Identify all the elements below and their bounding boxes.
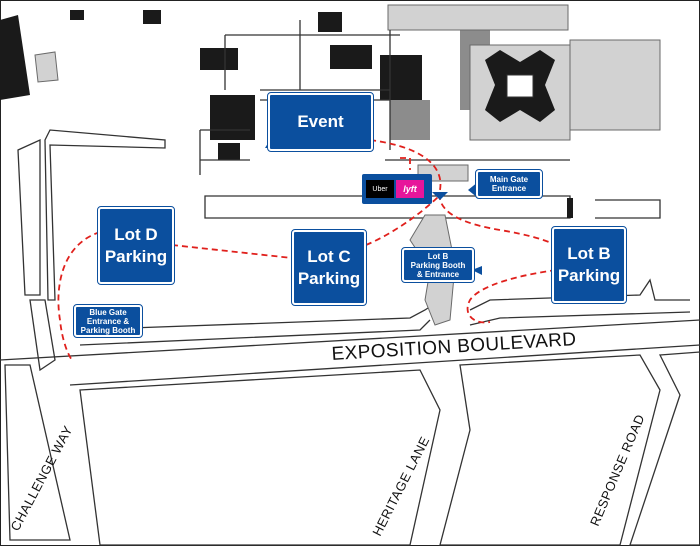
road-left-1 [17,138,41,296]
parking-strip-b [469,278,690,311]
walk-route-lot-b-to-booth [466,269,557,324]
block-lower-mid [439,354,661,546]
building-mid-2 [218,143,240,160]
building-top-1 [200,48,238,70]
lot-b-booth-pointer [472,266,482,275]
lot-b-label-line2: Parking [557,266,621,285]
uber-logo: Uber [366,180,394,198]
arena-building [469,44,571,141]
lot-b-booth-label-line1: Lot B [427,251,449,261]
block-lower-right [629,351,700,546]
parking-strip-c-lower [79,319,431,346]
walk-route-lot-c-to-gate [365,194,441,246]
plaza-band-right [595,199,661,219]
exposition-boulevard-north [0,319,700,361]
lot-d-label-line2: Parking [104,246,168,266]
main-gate-label-line1: Main Gate [489,175,529,184]
building-mid-1 [210,95,255,140]
lot-b-label-line1: Lot B [567,244,611,263]
exposition-boulevard-south [69,344,700,386]
lot-b-booth-label-line3: & Entrance [416,269,460,279]
blue-gate-label: Blue Gate Entrance & Parking Booth [73,304,143,338]
lot-b-booth-label: Lot B Parking Booth & Entrance [401,247,475,283]
lot-b-label: Lot B Parking [551,226,627,304]
road-left-3 [29,299,56,372]
main-gate-label-line2: Entrance [491,184,527,193]
building-top-4 [318,12,342,32]
blue-gate-label-line1: Blue Gate [89,307,127,317]
lot-d-label: Lot D Parking [97,206,175,285]
main-gate-pointer [468,182,478,198]
lot-c-label-line2: Parking [297,268,361,288]
building-small-left [34,51,59,83]
building-top-6 [70,10,84,20]
building-light-right [569,39,661,131]
rideshare-pointer [432,192,448,200]
building-top-3 [380,55,422,100]
walk-route-gate-link [400,157,411,170]
blue-gate-label-line2: Entrance & [86,316,130,326]
building-top-2 [330,45,372,69]
road-left-2 [44,129,166,301]
block-lower-left [79,369,441,546]
lot-c-label-line1: Lot C [307,246,351,266]
walk-route-event-to-lot-b [369,139,557,246]
event-label-text: Event [297,112,344,131]
lot-d-label-line1: Lot D [114,224,158,244]
building-top-5 [143,10,161,24]
challenge-way-edge [4,364,71,541]
building-light-top [387,4,569,31]
walk-route-lot-d-to-c [171,244,293,259]
blue-gate-label-line3: Parking Booth [80,325,136,335]
walk-route-lot-d-to-blue-gate [57,231,101,361]
main-gate-label: Main Gate Entrance [475,169,543,199]
lyft-logo: lyft [396,180,424,198]
event-label: Event [267,92,374,152]
building-left-edge [0,15,30,100]
lot-c-label: Lot C Parking [291,229,367,306]
lot-b-booth-label-line2: Parking Booth [410,260,466,270]
building-grey-1 [390,100,430,140]
gate-post [567,198,573,218]
